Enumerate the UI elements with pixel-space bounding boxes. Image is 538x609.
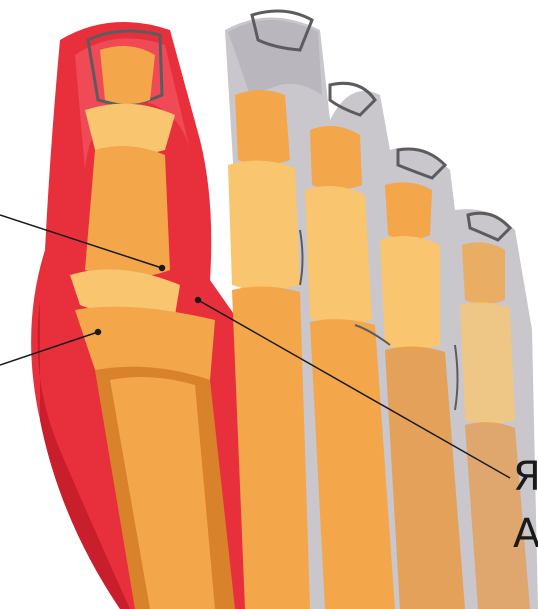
label-line-1: Я [513, 455, 538, 499]
pointer-dot-middle [96, 330, 101, 335]
pointer-dot-upper [160, 266, 165, 271]
label-line-2: А [513, 512, 538, 556]
pointer-dot-lower [196, 298, 201, 303]
